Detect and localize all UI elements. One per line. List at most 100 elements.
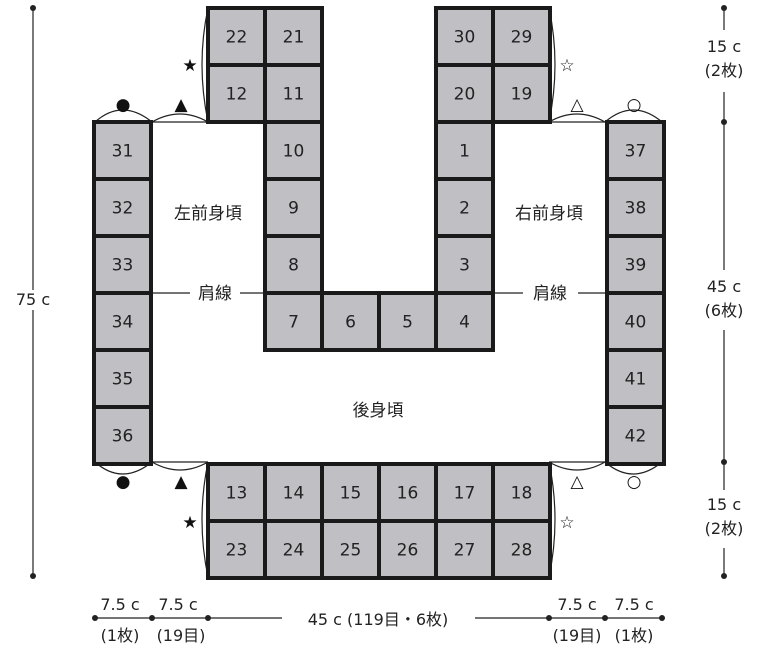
seam-arc-bl (201, 461, 209, 578)
motif-square: 5 (377, 291, 438, 352)
mid-height-label: 45 c (707, 277, 741, 296)
seam-arc-l-inner-bot (151, 461, 209, 471)
motif-number: 10 (283, 142, 305, 162)
motif-square: 29 (491, 6, 552, 67)
motif-square: 18 (491, 462, 552, 523)
motif-square-rect (491, 6, 552, 67)
right-front-label: 右前身頃 (515, 204, 583, 224)
filled-star-bottom: ★ (182, 513, 197, 533)
motif-number: 19 (511, 85, 533, 105)
motif-square-rect (491, 519, 552, 580)
motif-number: 33 (112, 256, 134, 276)
motif-square: 9 (263, 177, 324, 238)
total-height-label: 75 c (16, 290, 50, 309)
motif-square-rect (377, 519, 438, 580)
motif-square-rect (491, 63, 552, 124)
motif-square: 4 (434, 291, 495, 352)
motif-number: 29 (511, 28, 533, 48)
motif-number: 9 (288, 199, 299, 219)
total-height-dimension: 75 c (16, 5, 50, 579)
motif-square: 24 (263, 519, 324, 580)
motif-square-rect (92, 405, 153, 466)
left-outer-count: (1枚) (101, 626, 140, 645)
motif-square: 28 (491, 519, 552, 580)
motif-square: 10 (263, 120, 324, 181)
motif-square: 25 (320, 519, 381, 580)
top-height-label: 15 c (707, 37, 741, 56)
motif-number: 23 (226, 541, 248, 561)
right-outer-width: 7.5 c (614, 595, 653, 614)
motif-number: 1 (459, 142, 470, 162)
motif-square: 7 (263, 291, 324, 352)
motif-square-rect (320, 519, 381, 580)
left-inner-width: 7.5 c (158, 595, 197, 614)
motif-square-rect (92, 177, 153, 238)
bottom-width-dimensions: 7.5 c (1枚) 7.5 c (19目) 45 c (119目・6枚) 7.… (92, 595, 665, 645)
motif-square: 16 (377, 462, 438, 523)
motif-number: 22 (226, 28, 248, 48)
motif-square: 13 (206, 462, 267, 523)
motif-square: 39 (605, 234, 666, 295)
motif-square: 37 (605, 120, 666, 181)
seam-arc-r-inner-top (548, 113, 606, 123)
right-height-dimensions: 15 c (2枚) 45 c (6枚) 15 c (2枚) (705, 5, 744, 579)
open-triangle-bottom: △ (570, 472, 584, 492)
open-circle-top: ○ (627, 95, 642, 115)
filled-circle-top: ● (116, 95, 131, 115)
motif-number: 17 (454, 484, 476, 504)
motif-square-rect (263, 519, 324, 580)
motif-square-rect (434, 234, 495, 295)
seam-arc-r-inner-bot (548, 461, 606, 471)
motif-number: 40 (625, 313, 647, 333)
motif-number: 24 (283, 541, 305, 561)
open-star-bottom: ☆ (559, 513, 574, 533)
seam-arc-l-inner-top (151, 113, 209, 123)
motif-square: 15 (320, 462, 381, 523)
motif-number: 38 (625, 199, 647, 219)
top-count-label: (2枚) (705, 61, 744, 80)
motif-number: 13 (226, 484, 248, 504)
motif-square: 30 (434, 6, 495, 67)
motif-number: 12 (226, 85, 248, 105)
motif-number: 39 (625, 256, 647, 276)
shoulder-label-right: 肩線 (533, 284, 567, 304)
bottom-height-label: 15 c (707, 495, 741, 514)
motif-square: 1 (434, 120, 495, 181)
motif-square: 38 (605, 177, 666, 238)
center-width: 45 c (119目・6枚) (308, 610, 449, 629)
motif-number: 11 (283, 85, 305, 105)
motif-square-rect (605, 120, 666, 181)
open-circle-bottom: ○ (627, 472, 642, 492)
motif-number: 15 (340, 484, 362, 504)
motif-number: 42 (625, 427, 647, 447)
filled-star-top: ★ (182, 56, 197, 76)
motif-square: 23 (206, 519, 267, 580)
motif-square: 12 (206, 63, 267, 124)
motif-square: 33 (92, 234, 153, 295)
motif-number: 37 (625, 142, 647, 162)
motif-square-rect (92, 348, 153, 409)
motif-number: 36 (112, 427, 134, 447)
motif-number: 41 (625, 370, 647, 390)
bottom-count-label: (2枚) (705, 519, 744, 538)
motif-square-rect (377, 291, 438, 352)
motif-square-rect (434, 519, 495, 580)
motif-square-rect (263, 291, 324, 352)
right-inner-width: 7.5 c (557, 595, 596, 614)
motif-square: 41 (605, 348, 666, 409)
right-inner-count: (19目) (553, 626, 602, 645)
motif-square: 31 (92, 120, 153, 181)
section-labels: 左前身頃 右前身頃 肩線 肩線 後身頃 (174, 204, 583, 421)
motif-number: 30 (454, 28, 476, 48)
motif-square: 42 (605, 405, 666, 466)
filled-triangle-top: ▲ (174, 95, 188, 115)
motif-number: 8 (288, 256, 299, 276)
motif-square: 20 (434, 63, 495, 124)
motif-number: 32 (112, 199, 134, 219)
filled-triangle-bottom: ▲ (174, 472, 188, 492)
motif-square: 21 (263, 6, 324, 67)
motif-number: 35 (112, 370, 134, 390)
seam-arc-l-top (94, 109, 153, 123)
motif-square: 27 (434, 519, 495, 580)
